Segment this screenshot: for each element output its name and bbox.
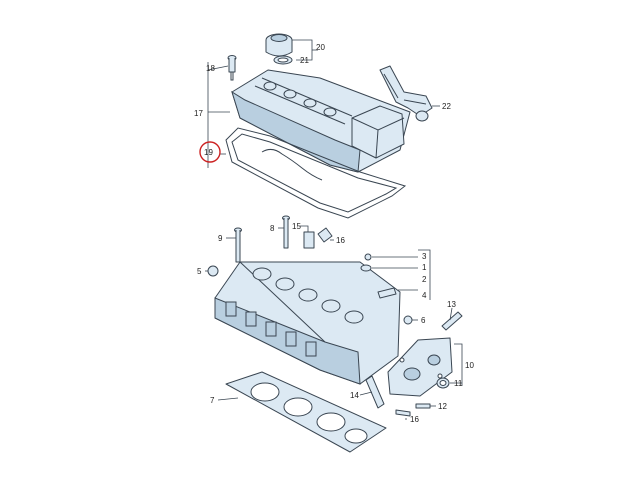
cap-seal-ring (273, 55, 293, 65)
head-bolt-9 (234, 227, 242, 263)
callout-15: 15 (292, 222, 301, 231)
callout-13: 13 (447, 300, 456, 309)
valve-cover-gasket (225, 127, 407, 219)
callout-9: 9 (218, 234, 223, 243)
callout-16-bottom: 16 (410, 415, 419, 424)
callout-10: 10 (465, 361, 474, 370)
pipe-14 (365, 375, 385, 409)
callout-11: 11 (454, 379, 463, 388)
head-bolt-8 (282, 215, 290, 249)
valve-cover (231, 69, 411, 173)
callout-22: 22 (442, 102, 451, 111)
callout-16-top: 16 (336, 236, 345, 245)
callout-2: 2 (422, 275, 427, 284)
plug (207, 265, 219, 277)
breather-hose (379, 65, 433, 122)
callout-7: 7 (210, 396, 215, 405)
timing-cover (387, 337, 453, 397)
callout-8: 8 (270, 224, 275, 233)
callout-4: 4 (422, 291, 427, 300)
sensor-top (317, 227, 333, 243)
bracket (303, 231, 315, 249)
head-gasket (225, 371, 387, 453)
callout-1: 1 (422, 263, 427, 272)
part-13 (441, 311, 463, 331)
callout-19: 19 (204, 148, 213, 157)
bolt-16b (395, 409, 411, 417)
callout-17: 17 (194, 109, 203, 118)
bolt-12 (415, 403, 431, 409)
callout-21: 21 (300, 56, 309, 65)
callout-18: 18 (206, 64, 215, 73)
oil-filler-cap (265, 33, 293, 57)
highlight-circle (199, 141, 221, 163)
cylinder-head (214, 261, 401, 385)
leader-lines (205, 39, 463, 420)
seal-ring-11 (436, 377, 450, 389)
callout-5: 5 (197, 267, 202, 276)
small-parts-upper (360, 253, 397, 299)
part-6 (403, 315, 413, 325)
callout-12: 12 (438, 402, 447, 411)
callout-20: 20 (316, 43, 325, 52)
callout-6: 6 (421, 316, 426, 325)
callout-3: 3 (422, 252, 427, 261)
callout-14: 14 (350, 391, 359, 400)
cover-bolt (227, 55, 237, 81)
